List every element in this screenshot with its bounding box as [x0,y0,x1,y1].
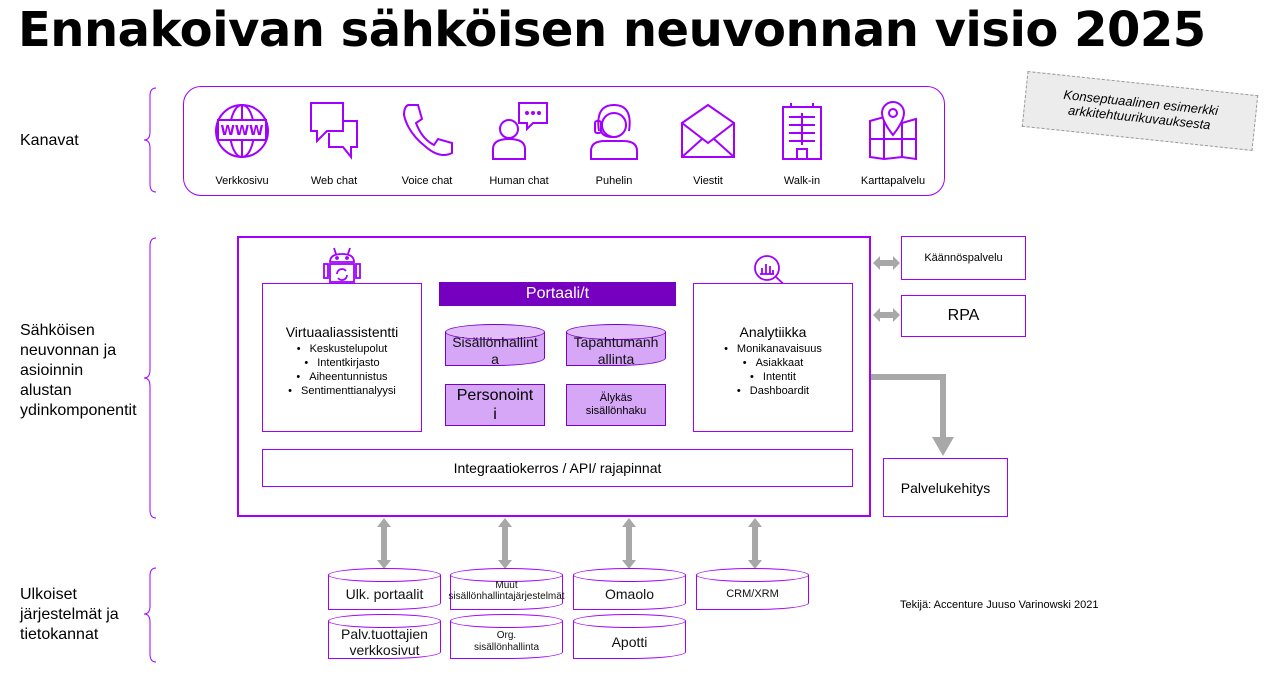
other-cms-label: Muut sisällönhallintajärjestelmät [448,580,565,602]
other-cms-db[interactable]: Muut sisällönhallintajärjestelmät [448,568,565,610]
section-label-core: Sähköisen neuvonnan ja asioinnin alustan… [20,322,137,419]
external-portals-db[interactable]: Ulk. portaalit [328,568,441,610]
list-item: Asiakkaat [694,356,852,370]
analytics-panel[interactable]: Analytiikka Monikanavaisuus Asiakkaat In… [693,283,853,432]
provider-websites-label: Palv.tuottajien verkkosivut [341,625,428,658]
envelope-icon [681,103,735,158]
chat-bubbles-icon [310,102,358,160]
external-portals-label: Ulk. portaalit [345,586,424,602]
author-credit: Tekijä: Accenture Juuso Varinowski 2021 [900,599,1099,611]
section-label-channels: Kanavat [20,132,79,149]
arrow-rpa [873,308,900,322]
brace-external [143,567,157,663]
omaolo-db[interactable]: Omaolo [573,568,686,610]
page-title: Ennakoivan sähköisen neuvonnan visio 202… [18,2,1206,58]
apotti-db[interactable]: Apotti [573,614,686,659]
arrow-external-4 [748,518,762,569]
crm-label: CRM/XRM [726,588,779,600]
robot-icon [323,247,361,283]
channel-label: Web chat [310,175,358,187]
channel-puhelin[interactable]: Puhelin [574,101,654,187]
crm-db[interactable]: CRM/XRM [696,568,809,610]
channel-walk-in[interactable]: Walk-in [762,101,842,187]
channel-human-chat[interactable]: Human chat [479,101,559,187]
org-cms-db[interactable]: Org. sisällönhallinta [450,614,563,659]
virtual-assistant-list: Keskustelupolut Intentkirjasto Aiheentun… [263,342,421,398]
virtual-assistant-panel[interactable]: Virtuaaliassistentti Keskustelupolut Int… [262,283,422,432]
list-item: Dashboardit [694,384,852,398]
section-label-external: Ulkoiset järjestelmät ja tietokannat [20,586,119,643]
list-item: Keskustelupolut [263,342,421,356]
apotti-label: Apotti [611,633,648,650]
arrow-translation [873,256,900,270]
channel-label: Puhelin [595,175,633,187]
section-braces [143,87,157,663]
channel-label: Verkkosivu [215,175,269,187]
integration-layer[interactable]: Integraatiokerros / API/ rajapinnat [262,449,853,487]
list-item: Monikanavaisuus [694,342,852,356]
event-management-label: Tapahtumanhallinta [573,334,659,367]
list-item: Aiheentunnistus [263,370,421,384]
channels-panel [183,86,945,196]
channel-web-chat[interactable]: Web chat [294,101,374,187]
channel-verkkosivu[interactable]: WWW Verkkosivu [202,101,282,187]
channel-label: Human chat [489,175,549,187]
smart-search-box[interactable]: Älykäs sisällönhaku [566,384,666,426]
www-icon: WWW [215,104,269,158]
rpa-box[interactable]: RPA [901,295,1026,337]
channel-label: Karttapalvelu [860,175,926,187]
brace-core [143,237,157,519]
channel-voice-chat[interactable]: Voice chat [387,101,467,187]
phone-icon [402,104,453,156]
analytics-list: Monikanavaisuus Asiakkaat Intentit Dashb… [694,342,852,398]
channel-label: Walk-in [783,175,821,187]
arrow-external-2 [498,518,512,569]
portal-bar[interactable]: Portaali/t [439,282,676,306]
service-development-box[interactable]: Palvelukehitys [883,458,1008,517]
translation-service-box[interactable]: Käännöspalvelu [901,236,1026,280]
content-management-label: Sisällönhallinta [452,334,538,367]
org-cms-label: Org. sisällönhallinta [473,629,540,653]
event-management-db[interactable]: Tapahtumanhallinta [566,324,666,367]
arrow-service-dev [871,374,954,456]
core-platform-frame [237,236,871,517]
building-icon [782,103,822,160]
headset-agent-icon [590,103,638,160]
list-item: Sentimenttianalyysi [263,384,421,398]
svg-text:WWW: WWW [220,124,263,139]
channel-label: Viestit [693,175,723,187]
provider-websites-db[interactable]: Palv.tuottajien verkkosivut [328,614,441,659]
person-chat-icon [492,102,548,160]
channel-label: Voice chat [401,175,453,187]
list-item: Intentkirjasto [263,356,421,370]
arrow-external-3 [622,518,636,569]
omaolo-label: Omaolo [604,586,655,602]
virtual-assistant-title: Virtuaaliassistentti [285,324,399,340]
brace-channels [143,87,157,193]
channel-viestit[interactable]: Viestit [668,101,748,187]
analytics-title: Analytiikka [739,324,807,340]
channel-karttapalvelu[interactable]: Karttapalvelu [853,101,933,187]
personalization-box[interactable]: Personointi [445,384,545,426]
content-management-db[interactable]: Sisällönhallinta [445,324,545,367]
map-pin-icon [869,101,917,161]
arrow-external-1 [377,518,391,569]
list-item: Intentit [694,370,852,384]
